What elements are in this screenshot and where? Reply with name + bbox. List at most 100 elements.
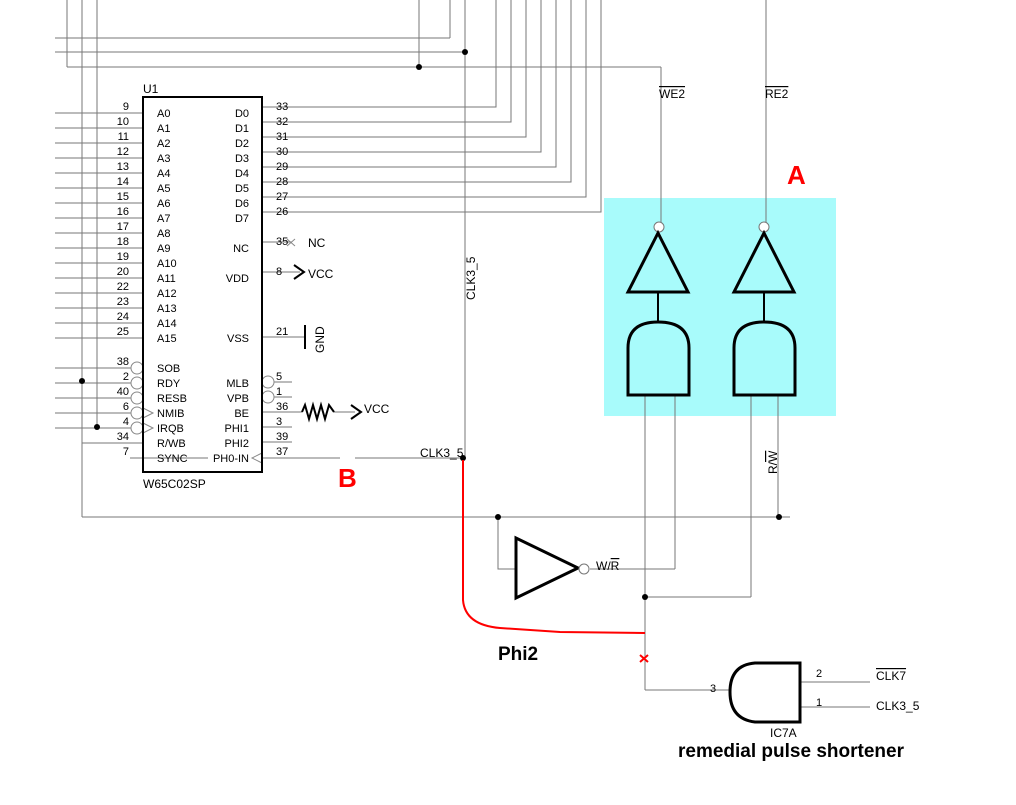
wires: [55, 0, 870, 708]
pin-name: SYNC: [157, 453, 188, 465]
pin-name: RESB: [157, 393, 187, 405]
ic7a-pin-3: 3: [710, 683, 716, 695]
pin-name: VSS: [227, 333, 249, 345]
rw-label: R/W: [766, 450, 780, 474]
caption: remedial pulse shortener: [678, 741, 905, 762]
pin-name: A7: [157, 213, 170, 225]
and-gate-re2-icon: [732, 320, 797, 397]
chip-ref: U1: [143, 82, 159, 96]
pin-number: 28: [276, 176, 288, 188]
clk7-label: CLK7: [876, 669, 906, 683]
pin-name: A1: [157, 123, 170, 135]
pin-number: 31: [276, 131, 288, 143]
pin-number: 33: [276, 101, 288, 113]
pin-name: NC: [233, 243, 249, 255]
inversion-bubble-icon: [261, 390, 275, 404]
pin-name: D3: [235, 153, 249, 165]
pin-number: 34: [117, 431, 129, 443]
phi2-label: Phi2: [498, 644, 538, 665]
ic7a-pin-1: 1: [816, 697, 822, 709]
nc-marker: [286, 238, 296, 247]
and-gate-ic7a-icon: [728, 661, 802, 724]
clk3-5-vertical-label: CLK3_5: [464, 256, 478, 300]
pin-name: RDY: [157, 378, 181, 390]
pin-name: VDD: [226, 273, 249, 285]
pin-number: 38: [117, 356, 129, 368]
edge-trigger-icon: [142, 407, 155, 419]
vcc-arrow-icon: [293, 264, 306, 280]
pin-name: D7: [235, 213, 249, 225]
pin-number: 12: [117, 146, 129, 158]
pin-number: 18: [117, 236, 129, 248]
pin-number: 17: [117, 221, 129, 233]
pin-number: 37: [276, 446, 288, 458]
highlight-region-a: [604, 198, 836, 416]
pin-name: PH0-IN: [213, 453, 249, 465]
pin-number: 29: [276, 161, 288, 173]
pin-number: 6: [123, 401, 129, 413]
pin-number: 25: [117, 326, 129, 338]
pin-number: 5: [276, 371, 282, 383]
pin-name: D6: [235, 198, 249, 210]
nc-label: NC: [308, 236, 326, 250]
edge-trigger-icon: [142, 422, 155, 434]
clock-input-icon: [250, 452, 263, 464]
gnd-label: GND: [313, 326, 327, 353]
pin-number: 30: [276, 146, 288, 158]
pin-number: 40: [117, 386, 129, 398]
pin-name: D1: [235, 123, 249, 135]
inversion-bubble-icon: [130, 391, 144, 405]
pin-number: 4: [123, 416, 129, 428]
pin-name: D4: [235, 168, 249, 180]
pin-name: PHI2: [225, 438, 249, 450]
pin-number: 19: [117, 251, 129, 263]
pin-name: PHI1: [225, 423, 249, 435]
vcc-label: VCC: [308, 267, 334, 281]
pin-name: A12: [157, 288, 177, 300]
pin-number: 16: [117, 206, 129, 218]
inverter-bubble-icon: [578, 563, 590, 575]
pin-name: A0: [157, 108, 170, 120]
pin-name: A13: [157, 303, 177, 315]
inverter-icon: [514, 535, 582, 601]
pin-number: 2: [123, 371, 129, 383]
resistor-icon: [301, 401, 335, 423]
pin-name: R/WB: [157, 438, 186, 450]
pin-name: IRQB: [157, 423, 184, 435]
clk3-5-ph0-label: CLK3_5: [420, 446, 464, 460]
inversion-bubble-icon: [130, 361, 144, 375]
pin-name: A11: [157, 273, 176, 285]
re2-label: RE2: [765, 87, 789, 101]
annotation-b: B: [338, 463, 357, 493]
pin-number: 24: [117, 311, 129, 323]
pin-name: D5: [235, 183, 249, 195]
pin-name: A4: [157, 168, 170, 180]
pin-number: 1: [276, 386, 282, 398]
and-gate-we2-icon: [626, 320, 691, 397]
vcc-label-be: VCC: [364, 402, 390, 416]
pin-number: 27: [276, 191, 288, 203]
inversion-bubble-icon: [130, 406, 144, 420]
pin-name: NMIB: [157, 408, 185, 420]
pin-name: MLB: [226, 378, 249, 390]
pin-name: A6: [157, 198, 170, 210]
annotation-red-wire: [462, 460, 646, 634]
pin-number: 32: [276, 116, 288, 128]
pin-number: 26: [276, 206, 288, 218]
pin-name: A8: [157, 228, 170, 240]
pin-number: 20: [117, 266, 129, 278]
pin-number: 10: [117, 116, 129, 128]
pin-number: 13: [117, 161, 129, 173]
pin-name: A14: [157, 318, 177, 330]
pin-number: 21: [276, 326, 288, 338]
chip-pins: 9A010A111A212A313A414A515A616A717A818A91…: [55, 101, 288, 465]
inversion-bubble-icon: [130, 376, 144, 390]
junction-dots: [79, 49, 782, 600]
pin-number: 7: [123, 446, 129, 458]
ic7a-pin-2: 2: [816, 668, 822, 680]
ic7a-ref: IC7A: [770, 726, 797, 740]
cut-mark-icon: [639, 654, 649, 663]
pin-name: A10: [157, 258, 177, 270]
pin-number: 39: [276, 431, 288, 443]
